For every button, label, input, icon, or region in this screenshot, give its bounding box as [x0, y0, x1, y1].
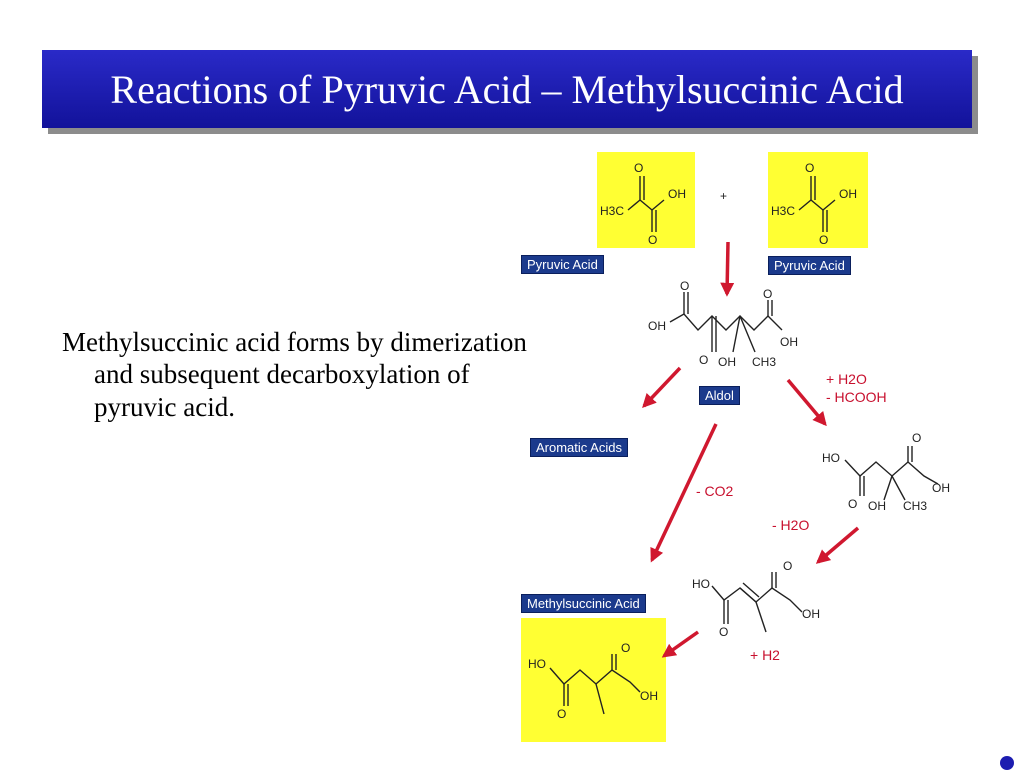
label-pyruvic-acid-left: Pyruvic Acid — [521, 255, 604, 274]
label-pyruvic-acid-right: Pyruvic Acid — [768, 256, 851, 275]
atom-oh: OH — [668, 187, 686, 201]
arrow-down-to-aldol — [720, 241, 735, 297]
arrow-to-intermediate — [786, 378, 827, 427]
atom-labels: O OH H3C O + O OH H3C O O OH O OH O OH C… — [528, 161, 950, 721]
highlight-methylsuccinic — [521, 618, 666, 742]
atom-oh: OH — [640, 689, 658, 703]
unsaturated-acid-structure — [711, 572, 803, 633]
atom-o: O — [634, 161, 643, 175]
aldol-structure — [669, 292, 783, 353]
atom-oh: OH — [648, 319, 666, 333]
atom-h3c: H3C — [771, 204, 795, 218]
slide-nav-dot — [1000, 756, 1014, 770]
atom-o: O — [719, 625, 728, 639]
atom-o: O — [912, 431, 921, 445]
atom-o: O — [805, 161, 814, 175]
label-aromatic-acids: Aromatic Acids — [530, 438, 628, 457]
reagent-remove-hcooh: - HCOOH — [826, 389, 887, 405]
highlight-pyruvic-left — [597, 152, 695, 248]
pyruvic-acid-left-structure — [627, 176, 665, 232]
reagent-add-h2: + H2 — [750, 647, 780, 663]
reagent-remove-co2: - CO2 — [696, 483, 734, 499]
atom-oh: OH — [802, 607, 820, 621]
reagent-add-h2o: + H2O — [826, 371, 867, 387]
atom-ho: HO — [528, 657, 546, 671]
atom-oh: OH — [932, 481, 950, 495]
atom-h3c: H3C — [600, 204, 624, 218]
body-text: Methylsuccinic acid forms by dimerizatio… — [62, 327, 527, 422]
highlight-pyruvic-right — [768, 152, 868, 248]
atom-o: O — [621, 641, 630, 655]
methylsuccinic-acid-structure — [549, 654, 641, 715]
atom-o: O — [783, 559, 792, 573]
pyruvic-acid-right-structure — [798, 176, 836, 232]
atom-o: O — [819, 233, 828, 247]
reagent-remove-h2o: - H2O — [772, 517, 809, 533]
atom-oh: OH — [839, 187, 857, 201]
arrow-to-aromatic — [642, 366, 682, 409]
arrow-hydrogenation — [661, 630, 700, 658]
atom-ho: HO — [692, 577, 710, 591]
atom-o: O — [648, 233, 657, 247]
atom-o: O — [763, 287, 772, 301]
atom-o: O — [557, 707, 566, 721]
arrow-dehydration — [815, 526, 860, 564]
atom-oh: OH — [718, 355, 736, 369]
plus-sign: + — [720, 189, 727, 203]
atom-ch3: CH3 — [903, 499, 927, 513]
atom-oh: OH — [780, 335, 798, 349]
atom-ho: HO — [822, 451, 840, 465]
atom-o: O — [699, 353, 708, 367]
atom-o: O — [680, 279, 689, 293]
arrow-decarboxylation — [650, 423, 718, 563]
atom-oh: OH — [868, 499, 886, 513]
slide-title: Reactions of Pyruvic Acid – Methylsuccin… — [110, 66, 904, 112]
atom-o: O — [848, 497, 857, 511]
atom-ch3: CH3 — [752, 355, 776, 369]
reaction-arrows — [642, 241, 860, 658]
label-methylsuccinic-acid: Methylsuccinic Acid — [521, 594, 646, 613]
title-bar: Reactions of Pyruvic Acid – Methylsuccin… — [42, 50, 972, 128]
label-aldol: Aldol — [699, 386, 740, 405]
intermediate-structure — [844, 446, 939, 501]
